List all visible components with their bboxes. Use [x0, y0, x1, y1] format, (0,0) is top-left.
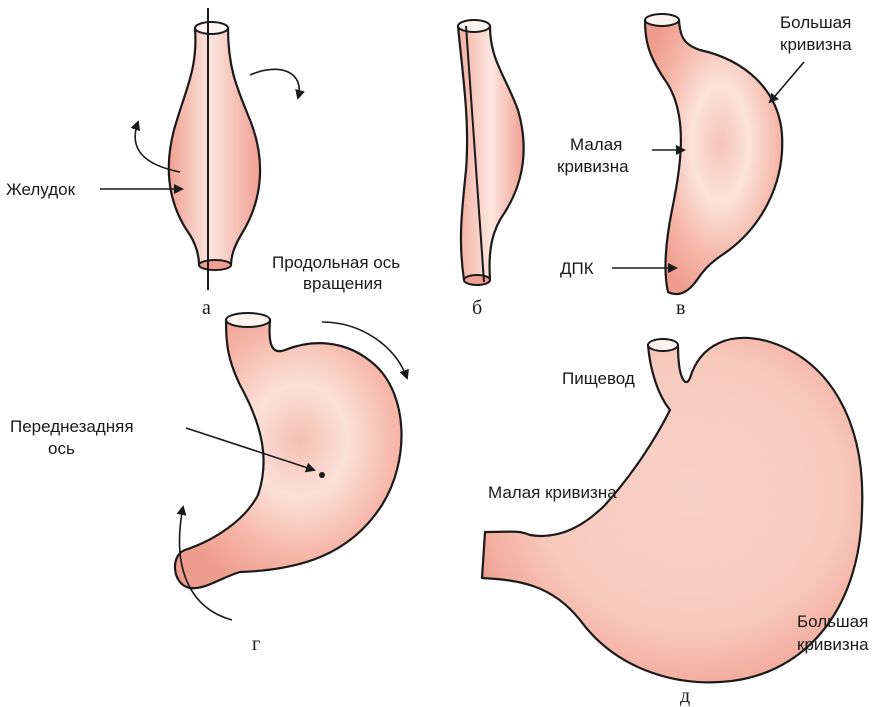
- tube-end-b: [464, 275, 490, 285]
- stomach-v: [645, 20, 782, 294]
- label-malaya-kriv-v-2: кривизна: [557, 157, 629, 176]
- panel-letter-d: д: [680, 685, 690, 707]
- panel-a: Желудок а: [6, 8, 299, 319]
- stomach-g: [175, 320, 402, 588]
- panel-g: Переднезадняя ось г: [10, 313, 407, 655]
- panel-letter-v: в: [676, 297, 685, 319]
- anteroposterior-axis-point: [319, 472, 325, 478]
- stomach-tube-a: [169, 28, 260, 265]
- esophagus-opening-d: [648, 339, 678, 351]
- panel-letter-g: г: [252, 633, 260, 655]
- label-bolshaya-kriv-v-1: Большая: [780, 13, 851, 32]
- label-dpk: ДПК: [560, 259, 594, 278]
- panel-letter-a: а: [202, 297, 211, 319]
- label-malaya-kriv-v-1: Малая: [570, 135, 622, 154]
- panel-d: Пищевод Малая кривизна Большая кривизна …: [482, 338, 869, 707]
- bolshaya-kriv-pointer-v: [770, 62, 804, 102]
- esophagus-opening-g: [226, 313, 270, 327]
- label-prodolnaya-os-1: Продольная ось: [272, 253, 400, 272]
- label-perednezadnyaya-2: ось: [48, 439, 75, 458]
- label-perednezadnyaya-1: Переднезадняя: [10, 417, 134, 436]
- tube-end-a: [199, 260, 231, 270]
- rotation-arrow-top: [250, 69, 299, 98]
- panel-v: Большая кривизна Малая кривизна ДПК в: [557, 13, 852, 319]
- label-prodolnaya-os-2: вращения: [303, 274, 382, 293]
- panel-b: б: [458, 20, 524, 319]
- label-bolshaya-kriv-d-1: Большая: [797, 612, 868, 631]
- esophagus-opening-a: [195, 22, 228, 34]
- label-pishchevod: Пищевод: [562, 369, 635, 388]
- panel-letter-b: б: [472, 297, 482, 319]
- label-zheludok: Желудок: [6, 180, 76, 199]
- label-bolshaya-kriv-v-2: кривизна: [780, 35, 852, 54]
- label-bolshaya-kriv-d-2: кривизна: [797, 635, 869, 654]
- esophagus-opening-v: [645, 14, 679, 26]
- esophagus-opening-b: [458, 20, 490, 32]
- label-malaya-kriv-d: Малая кривизна: [488, 483, 617, 502]
